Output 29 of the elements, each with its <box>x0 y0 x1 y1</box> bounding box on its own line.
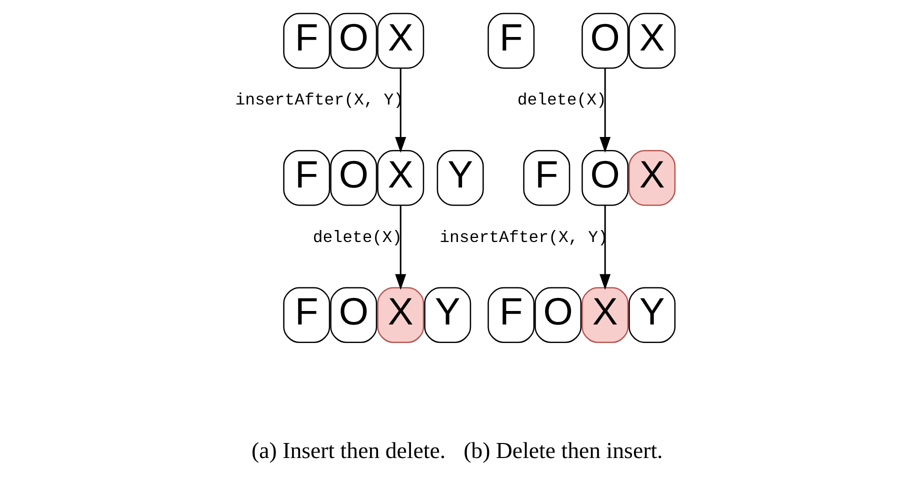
node-box: O <box>582 150 629 206</box>
node-box: X <box>628 150 676 206</box>
node-box: X <box>377 12 424 69</box>
arrow <box>395 68 406 153</box>
node-box: X <box>628 12 676 69</box>
node-box: O <box>330 287 378 343</box>
arrow <box>600 205 611 290</box>
node-box: O <box>330 12 378 69</box>
node-box: F <box>488 12 535 69</box>
label: (b) Delete then insert. <box>464 438 663 463</box>
node-box: F <box>283 287 330 343</box>
node-box: Y <box>628 287 676 343</box>
node-box: O <box>330 150 378 206</box>
arrow <box>600 68 611 153</box>
label: (a) Insert then delete. <box>252 438 446 463</box>
node-box: X <box>377 287 424 343</box>
node-box: F <box>488 287 535 343</box>
node-box: O <box>534 287 582 343</box>
node-box: Y <box>436 150 484 206</box>
node-box: F <box>523 150 570 206</box>
node-box: F <box>283 12 330 69</box>
node-box: X <box>377 150 424 206</box>
node-box: F <box>283 150 330 206</box>
arrow <box>395 205 406 290</box>
edge-label: delete(X) <box>312 228 402 247</box>
edge-label: delete(X) <box>517 90 606 110</box>
node-box: O <box>582 12 629 69</box>
node-box: X <box>582 287 629 343</box>
node-box: Y <box>424 287 472 343</box>
